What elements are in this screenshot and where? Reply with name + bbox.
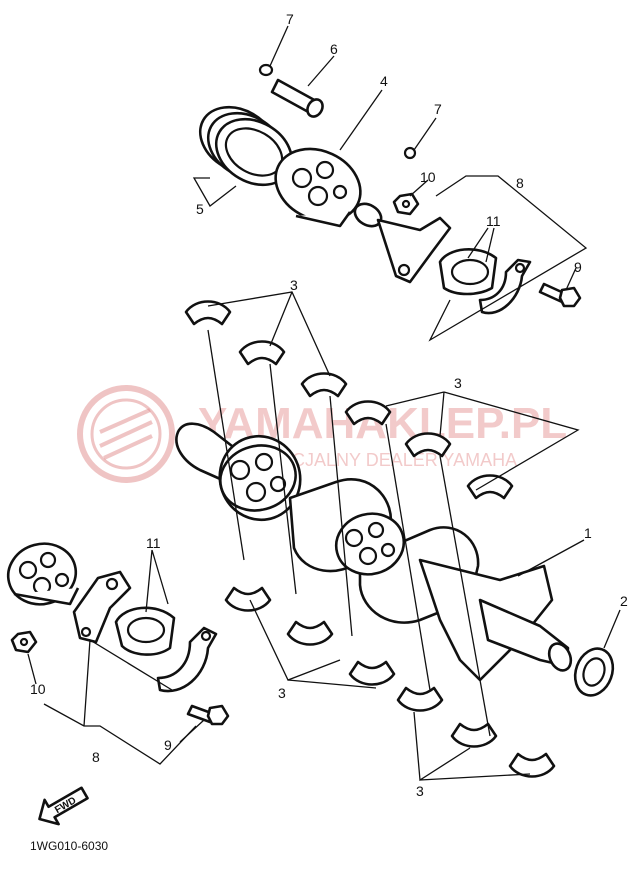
watermark-logo-icon [77, 385, 175, 483]
forward-arrow-icon: FWD [38, 786, 89, 826]
callout-4: 4 [380, 73, 388, 89]
callout-10-upper: 10 [420, 169, 436, 185]
fwd-label: FWD [53, 795, 78, 816]
crank-pistons [219, 444, 406, 576]
lower-conrod-bolt [186, 704, 230, 726]
upper-conrod-cap [478, 258, 532, 315]
callout-11-lower: 11 [146, 535, 161, 551]
lower-conrod-nut [10, 630, 38, 654]
main-bearing-shells-upper [184, 300, 514, 500]
main-bearing-shells-lower [224, 586, 556, 778]
pin-clip-right [403, 146, 417, 160]
callout-7-right: 7 [434, 101, 442, 117]
lower-conrod [72, 570, 132, 644]
lower-piston [6, 542, 80, 606]
upper-conrod-nut [392, 192, 420, 216]
callout-9-lower: 9 [164, 737, 172, 753]
watermark-tagline: OFICJALNY DEALER YAMAHA [262, 450, 517, 470]
callout-1: 1 [584, 525, 592, 541]
piston-pin [270, 78, 324, 118]
callout-3-upper-right: 3 [454, 375, 462, 391]
callout-3-upper-left: 3 [290, 277, 298, 293]
callout-3-lower-right: 3 [416, 783, 424, 799]
leader-lines [27, 25, 621, 782]
upper-conrod-bolt [538, 282, 582, 308]
upper-piston [274, 147, 362, 228]
watermark: YAMAHAKLEP.PL OFICJALNY DEALER YAMAHA [77, 385, 567, 483]
drawing-code: 1WG010-6030 [30, 839, 108, 853]
callout-10-lower: 10 [30, 681, 46, 697]
oil-seal [573, 647, 615, 697]
lower-conrod-bearing [114, 606, 176, 656]
callouts: 7 6 4 7 10 8 5 11 9 3 3 1 11 2 10 8 9 3 … [30, 11, 628, 799]
callout-8-lower: 8 [92, 749, 100, 765]
upper-conrod-bearing [438, 247, 498, 296]
callout-7-top: 7 [286, 11, 294, 27]
callout-8-upper: 8 [516, 175, 524, 191]
callout-9-upper: 9 [574, 259, 582, 275]
callout-6: 6 [330, 41, 338, 57]
lower-conrod-cap [156, 626, 218, 693]
pin-clip-left [258, 63, 274, 77]
callout-3-lower-left: 3 [278, 685, 286, 701]
callout-5: 5 [196, 201, 204, 217]
callout-11-upper: 11 [486, 213, 501, 229]
callout-2: 2 [620, 593, 628, 609]
upper-conrod [353, 202, 452, 284]
